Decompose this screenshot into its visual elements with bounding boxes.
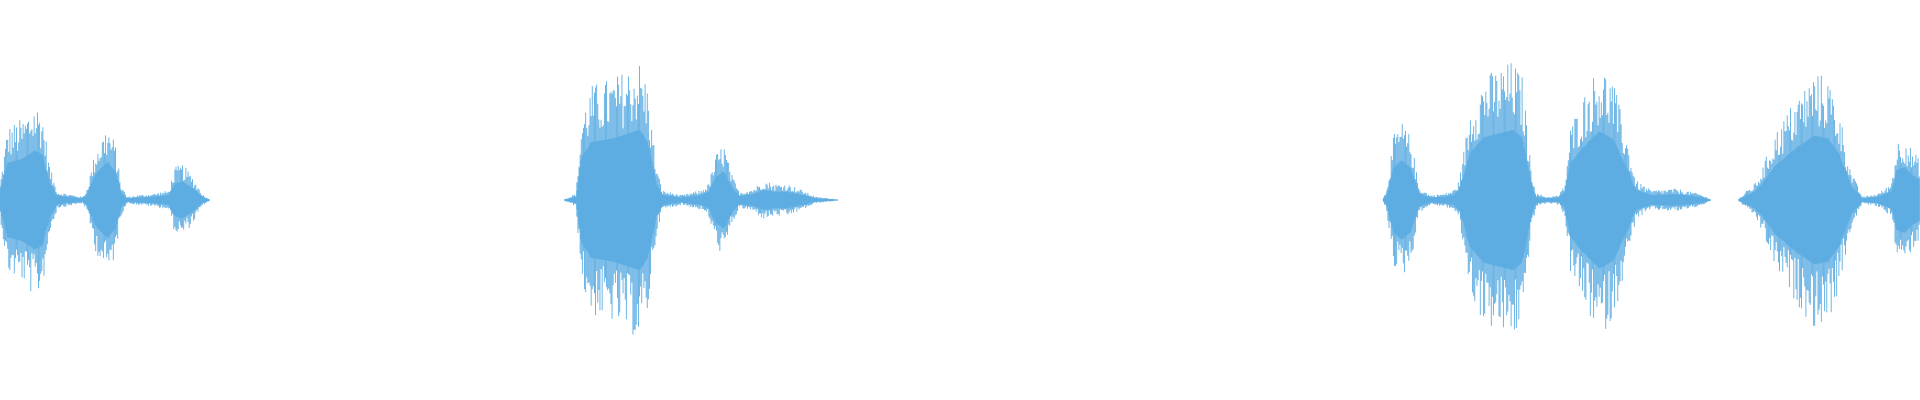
waveform-segment-core-1 [0,150,210,250]
waveform-bars [0,63,1920,335]
waveform-segment-core-2 [564,130,839,270]
waveform-segment-core-3 [1382,130,1920,270]
